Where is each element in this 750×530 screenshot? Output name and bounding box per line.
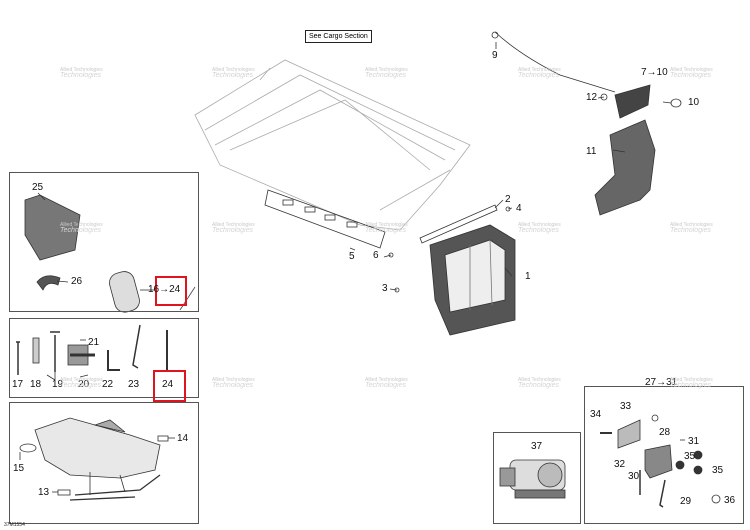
part-7-10-drawing bbox=[614, 84, 651, 119]
callout-3: 3 bbox=[382, 283, 388, 294]
part-11-drawing bbox=[594, 119, 656, 216]
callout-32: 32 bbox=[614, 459, 626, 470]
callout-6: 6 bbox=[373, 250, 379, 261]
kit-27-31-drawing bbox=[600, 414, 721, 508]
part-24-outline-line bbox=[179, 286, 196, 311]
callout-7-10: 7→10 bbox=[641, 67, 668, 78]
callout-5: 5 bbox=[349, 251, 355, 262]
part-5-drawing bbox=[264, 189, 386, 249]
part-24-highlight-top bbox=[155, 276, 187, 306]
callout-15: 15 bbox=[13, 463, 25, 474]
callout-20: 20 bbox=[78, 379, 90, 390]
callout-35-b: 35 bbox=[684, 451, 696, 462]
part-26-drawing bbox=[36, 275, 61, 291]
leader-25 bbox=[37, 192, 46, 201]
callout-13: 13 bbox=[38, 487, 50, 498]
see-cargo-section-label: See Cargo Section bbox=[305, 30, 372, 43]
callout-29: 29 bbox=[680, 496, 692, 507]
callout-14: 14 bbox=[177, 433, 189, 444]
kit-frame-27-31 bbox=[584, 386, 744, 524]
snowmobile-frame bbox=[9, 402, 199, 524]
part-2-drawing bbox=[419, 204, 498, 244]
callout-2: 2 bbox=[505, 194, 511, 205]
part-12-drawing bbox=[600, 93, 608, 101]
document-id: 37M1554 bbox=[4, 522, 25, 528]
callout-16-24: 16→24 bbox=[148, 284, 181, 295]
callout-36: 36 bbox=[724, 495, 736, 506]
cargo-platform-drawing bbox=[194, 59, 471, 231]
callout-35-a: 35 bbox=[712, 465, 724, 476]
part-6-screw bbox=[388, 252, 394, 258]
part-10-drawing bbox=[670, 98, 682, 108]
callout-4: 4 bbox=[516, 203, 522, 214]
part-4-screw bbox=[505, 206, 511, 212]
tool-kit-frame bbox=[9, 318, 199, 398]
part-24-highlight-bottom bbox=[153, 370, 186, 402]
callout-31: 31 bbox=[688, 436, 700, 447]
part-1-drawing bbox=[429, 224, 516, 336]
callout-26: 26 bbox=[71, 276, 83, 287]
leader-26 bbox=[56, 280, 69, 283]
callout-22: 22 bbox=[102, 379, 114, 390]
callout-30: 30 bbox=[628, 471, 640, 482]
callout-27-31: 27→31 bbox=[645, 377, 678, 388]
winch-frame bbox=[493, 432, 581, 524]
callout-19: 19 bbox=[52, 379, 64, 390]
callout-37: 37 bbox=[531, 441, 543, 452]
callout-34: 34 bbox=[590, 409, 602, 420]
snowmobile-drawing bbox=[19, 417, 175, 501]
callout-18: 18 bbox=[30, 379, 42, 390]
kit-frame-25-26 bbox=[9, 172, 199, 312]
callout-23: 23 bbox=[128, 379, 140, 390]
callout-1: 1 bbox=[525, 271, 531, 282]
callout-21: 21 bbox=[88, 337, 100, 348]
callout-12: 12 bbox=[586, 92, 598, 103]
callout-25: 25 bbox=[32, 182, 44, 193]
callout-11: 11 bbox=[586, 146, 597, 157]
callout-10: 10 bbox=[688, 97, 700, 108]
leader-lines bbox=[349, 42, 672, 291]
callout-24: 24 bbox=[162, 379, 174, 390]
tool-drawings bbox=[16, 324, 168, 381]
callout-17: 17 bbox=[12, 379, 24, 390]
part-9-end bbox=[491, 31, 499, 39]
callout-33: 33 bbox=[620, 401, 632, 412]
part-9-drawing bbox=[494, 31, 616, 93]
callout-28: 28 bbox=[659, 427, 671, 438]
callout-9: 9 bbox=[492, 50, 498, 61]
part-37-drawing bbox=[499, 459, 566, 499]
